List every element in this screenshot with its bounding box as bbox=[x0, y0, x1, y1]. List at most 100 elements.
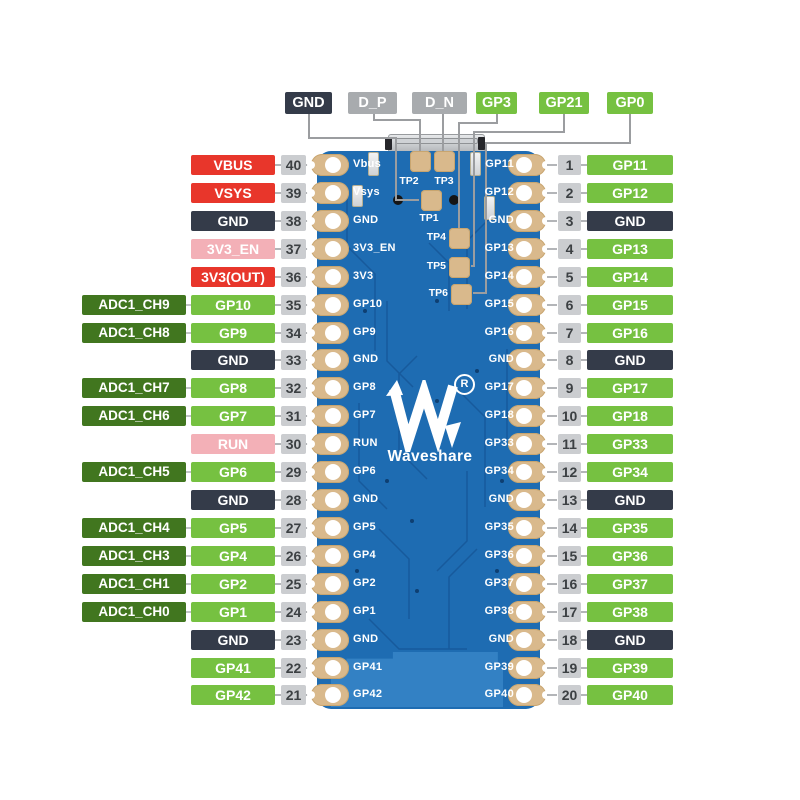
link-line bbox=[581, 415, 587, 418]
pin-function-badge: GND bbox=[191, 490, 275, 510]
pin-function-badge: GP35 bbox=[587, 518, 673, 538]
silk-label: GND bbox=[353, 214, 379, 226]
link-line bbox=[275, 471, 281, 474]
castellation-notch bbox=[542, 384, 550, 392]
silk-label: GP37 bbox=[484, 577, 514, 589]
link-line bbox=[186, 303, 191, 306]
pin-number-badge: 29 bbox=[281, 462, 306, 482]
castellation-notch bbox=[542, 273, 550, 281]
pin-number-badge: 17 bbox=[558, 602, 581, 622]
pin-hole bbox=[325, 241, 341, 257]
pin-hole bbox=[516, 492, 532, 508]
pin-hole bbox=[325, 408, 341, 424]
pin-function-badge: GP12 bbox=[587, 183, 673, 203]
castellation-notch bbox=[307, 608, 315, 616]
pin-hole bbox=[325, 660, 341, 676]
link-line bbox=[581, 638, 587, 641]
link-line bbox=[547, 275, 557, 278]
silk-label: GP35 bbox=[484, 521, 514, 533]
link-line bbox=[547, 638, 557, 641]
pin-number-badge: 19 bbox=[558, 658, 581, 678]
link-line bbox=[275, 443, 281, 446]
pin-function-badge: 3V3_EN bbox=[191, 239, 275, 259]
test-point-label: TP3 bbox=[434, 175, 454, 187]
silk-label: RUN bbox=[353, 437, 378, 449]
link-line bbox=[275, 638, 281, 641]
pin-hole bbox=[325, 576, 341, 592]
silk-label: GP1 bbox=[353, 605, 376, 617]
top-pin-badge: GP3 bbox=[476, 92, 517, 114]
link-line bbox=[547, 359, 557, 362]
top-pin-badge: GND bbox=[285, 92, 332, 114]
silk-label: GND bbox=[488, 353, 514, 365]
pin-function-badge: GP14 bbox=[587, 267, 673, 287]
adc-channel-badge: ADC1_CH7 bbox=[82, 378, 186, 398]
pin-hole bbox=[325, 269, 341, 285]
link-line bbox=[186, 526, 191, 529]
pin-hole bbox=[325, 604, 341, 620]
castellation-notch bbox=[307, 580, 315, 588]
castellation-notch bbox=[542, 301, 550, 309]
castellation-notch bbox=[542, 189, 550, 197]
link-line bbox=[547, 526, 557, 529]
pin-number-badge: 26 bbox=[281, 546, 306, 566]
link-line bbox=[547, 471, 557, 474]
pin-number-badge: 16 bbox=[558, 574, 581, 594]
silk-label: GP33 bbox=[484, 437, 514, 449]
castellation-notch bbox=[542, 691, 550, 699]
silk-label: GP17 bbox=[484, 381, 514, 393]
link-line bbox=[581, 331, 587, 334]
usb-cap-right bbox=[478, 137, 485, 150]
link-line bbox=[581, 164, 587, 166]
pin-function-badge: GP38 bbox=[587, 602, 673, 622]
link-line bbox=[581, 443, 587, 446]
link-line bbox=[275, 610, 281, 613]
pin-function-badge: GP40 bbox=[587, 685, 673, 705]
pin-function-badge: GP16 bbox=[587, 323, 673, 343]
pin-function-badge: GP42 bbox=[191, 685, 275, 705]
link-line bbox=[547, 443, 557, 446]
castellation-notch bbox=[542, 468, 550, 476]
pin-number-badge: 5 bbox=[558, 267, 581, 287]
pin-hole bbox=[325, 325, 341, 341]
castellation-notch bbox=[307, 217, 315, 225]
silk-label: GP36 bbox=[484, 549, 514, 561]
top-pin-badge: D_P bbox=[348, 92, 397, 114]
test-point-pad bbox=[451, 284, 472, 305]
pin-function-badge: VBUS bbox=[191, 155, 275, 175]
link-line bbox=[275, 275, 281, 278]
pin-function-badge: GP34 bbox=[587, 462, 673, 482]
castellation-notch bbox=[307, 664, 315, 672]
pin-function-badge: GP2 bbox=[191, 574, 275, 594]
pin-hole bbox=[325, 632, 341, 648]
silk-label: GND bbox=[353, 353, 379, 365]
pin-function-badge: GP33 bbox=[587, 434, 673, 454]
pin-hole bbox=[516, 436, 532, 452]
pin-hole bbox=[325, 436, 341, 452]
silk-label: GND bbox=[488, 633, 514, 645]
pin-function-badge: GP13 bbox=[587, 239, 673, 259]
pin-hole bbox=[325, 213, 341, 229]
silk-label: GP16 bbox=[484, 326, 514, 338]
pin-hole bbox=[516, 687, 532, 703]
silk-label: GP15 bbox=[484, 298, 514, 310]
pin-number-badge: 18 bbox=[558, 630, 581, 650]
castellation-notch bbox=[307, 412, 315, 420]
pin-hole bbox=[325, 464, 341, 480]
pin-hole bbox=[325, 185, 341, 201]
link-line bbox=[581, 554, 587, 557]
pin-number-badge: 35 bbox=[281, 295, 306, 315]
castellation-notch bbox=[307, 384, 315, 392]
adc-channel-badge: ADC1_CH6 bbox=[82, 406, 186, 426]
link-line bbox=[581, 666, 587, 669]
pin-hole bbox=[516, 241, 532, 257]
silk-label: GP5 bbox=[353, 521, 376, 533]
castellation-notch bbox=[542, 552, 550, 560]
test-point-label: TP4 bbox=[426, 231, 446, 243]
pin-function-badge: RUN bbox=[191, 434, 275, 454]
castellation-notch bbox=[542, 245, 550, 253]
pin-function-badge: GP7 bbox=[191, 406, 275, 426]
pin-function-badge: VSYS bbox=[191, 183, 275, 203]
pin-number-badge: 34 bbox=[281, 323, 306, 343]
pin-function-badge: GP17 bbox=[587, 378, 673, 398]
